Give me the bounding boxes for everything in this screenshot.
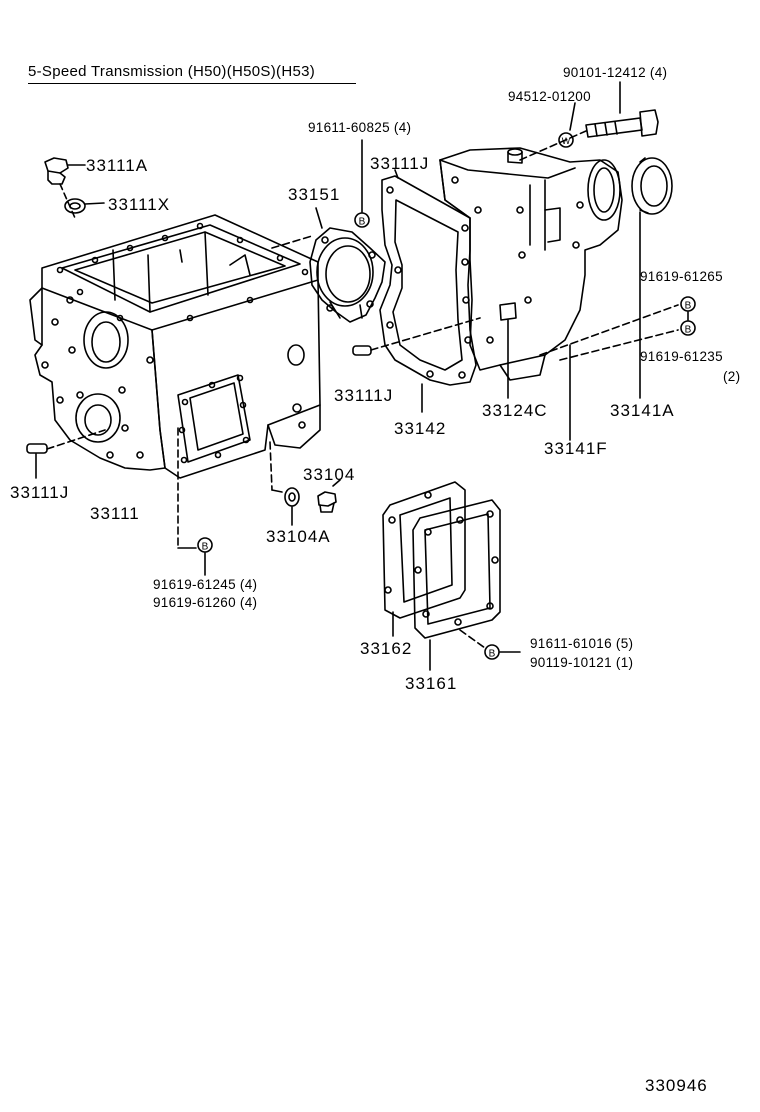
diagram-reference-number: 330946 xyxy=(645,1076,708,1095)
bolt-91611-61016-label: 91611-61016 (5) xyxy=(530,636,634,651)
part-33104A-label: 33104A xyxy=(266,527,331,546)
part-33141A-label: 33141A xyxy=(610,401,675,420)
part-33111J-left-label: 33111J xyxy=(10,483,70,502)
bolt-marker-housing-upper: B xyxy=(680,296,696,312)
part-33111J-mid-label: 33111J xyxy=(334,386,394,405)
oil-seal-drawing xyxy=(631,157,673,399)
dowel-pin-left-drawing xyxy=(26,429,106,479)
transmission-cover-drawing xyxy=(412,499,521,671)
plug-gasket-drawing xyxy=(64,198,105,214)
part-33142-label: 33142 xyxy=(394,419,447,438)
housing-bolt-leaders xyxy=(539,304,689,361)
dowel-pin-mid-drawing xyxy=(352,317,481,356)
svg-text:B: B xyxy=(202,542,209,553)
drain-plug-small-drawing xyxy=(269,441,341,526)
extension-gasket-drawing xyxy=(379,169,477,413)
bolt-90101-12412-label: 90101-12412 (4) xyxy=(563,65,668,80)
title-underline xyxy=(28,83,356,84)
part-33141F-label: 33141F xyxy=(544,439,608,458)
part-33124C-label: 33124C xyxy=(482,401,548,420)
svg-text:B: B xyxy=(359,217,366,228)
bolt-marker-cover: B xyxy=(484,644,500,660)
bolt-91611-60825-label: 91611-60825 (4) xyxy=(308,120,412,135)
bolt-marker-retainer: B xyxy=(354,212,370,228)
part-33111X-label: 33111X xyxy=(108,195,171,214)
extension-housing-drawing xyxy=(439,147,623,441)
part-33111-label: 33111 xyxy=(90,504,140,523)
part-33161-label: 33161 xyxy=(405,674,458,693)
svg-text:B: B xyxy=(685,301,692,312)
bolt-91619-61235-qty: (2) xyxy=(723,369,741,384)
cover-gasket-drawing xyxy=(382,481,466,637)
bearing-retainer-drawing xyxy=(271,207,386,323)
bolt-marker-window: B xyxy=(197,537,213,553)
diagram-title: 5-Speed Transmission (H50)(H50S)(H53) xyxy=(28,63,316,80)
transmission-case-drawing xyxy=(29,214,321,479)
bolt-91619-61260-label: 91619-61260 (4) xyxy=(153,595,258,610)
part-33151-label: 33151 xyxy=(288,185,341,204)
bolt-91619-61235-label: 91619-61235 xyxy=(640,349,723,364)
svg-text:W: W xyxy=(562,136,571,146)
bolt-marker-housing-lower: B xyxy=(680,320,696,336)
washer-94512-01200-label: 94512-01200 xyxy=(508,89,591,104)
window-bolt-leaders xyxy=(177,427,206,576)
bolt-91619-61245-label: 91619-61245 (4) xyxy=(153,577,258,592)
svg-text:B: B xyxy=(489,649,496,660)
washer-leader xyxy=(569,102,576,131)
part-33111J-upper-label: 33111J xyxy=(370,154,430,173)
part-33162-label: 33162 xyxy=(360,639,413,658)
bolt-90119-10121-label: 90119-10121 (1) xyxy=(530,655,634,670)
svg-text:B: B xyxy=(685,325,692,336)
extension-bolt-drawing xyxy=(519,81,659,161)
bolt-91619-61265-label: 91619-61265 xyxy=(640,269,723,284)
washer-marker: W xyxy=(558,132,574,148)
part-33104-label: 33104 xyxy=(303,465,356,484)
part-33111A-label: 33111A xyxy=(86,156,149,175)
